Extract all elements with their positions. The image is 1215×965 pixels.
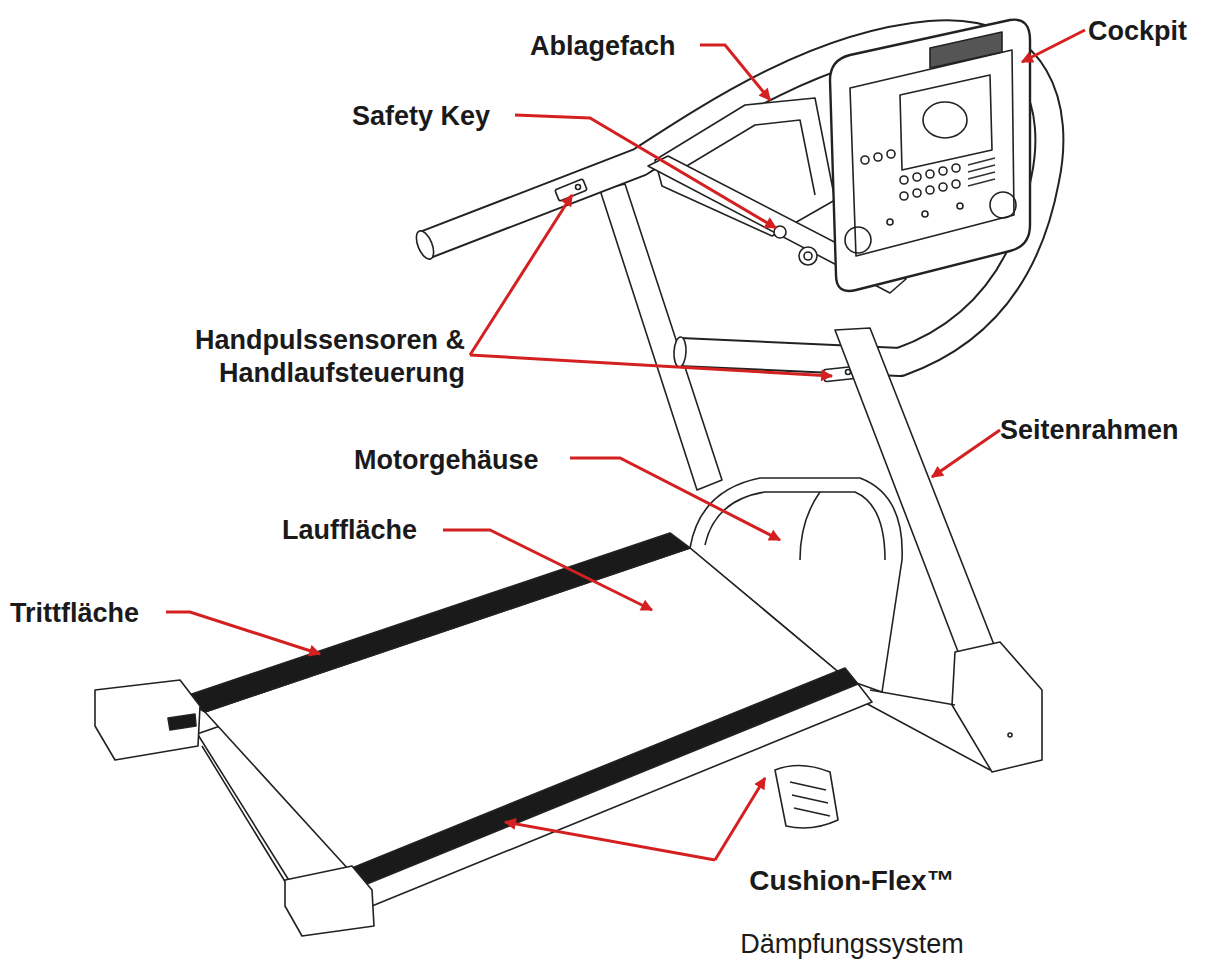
handrail-tube (425, 34, 1049, 362)
console-button (913, 189, 921, 197)
leader-arrow (932, 430, 1000, 477)
left-foot-rail (180, 533, 690, 712)
console-display (930, 32, 1002, 68)
console-button (913, 173, 921, 181)
console-button (939, 183, 947, 191)
leader-arrow (505, 822, 715, 860)
console-button (900, 192, 908, 200)
console-button (957, 203, 963, 209)
front-end-cap (95, 680, 200, 760)
leader-arrow (443, 530, 652, 610)
front-roller (190, 722, 300, 906)
part-label: Cockpit (1088, 15, 1213, 47)
handrail-tube-outline (425, 34, 1049, 362)
console-button (874, 153, 882, 161)
console-panel (850, 50, 1014, 256)
motor-hood-edge (800, 492, 820, 560)
console-button (939, 167, 947, 175)
part-label: Dämpfungssystem (722, 928, 982, 960)
console-screen (900, 75, 992, 170)
leader-arrow (166, 612, 320, 654)
leader-arrow (700, 45, 770, 100)
rear-upright (600, 184, 722, 490)
console-button (887, 150, 895, 158)
console-graphic (923, 102, 967, 138)
keypad-line (968, 165, 995, 172)
leader-arrow (515, 115, 776, 228)
console-button (926, 170, 934, 178)
console-button (952, 180, 960, 188)
part-label: Ablagefach (530, 30, 710, 62)
keypad-line (968, 172, 995, 179)
rear-wheel-cover (775, 765, 838, 828)
part-label: Seitenrahmen (1000, 414, 1215, 446)
console-button (926, 186, 934, 194)
leader-arrow (1022, 30, 1085, 62)
speaker-grille (845, 227, 871, 253)
console-button (922, 211, 928, 217)
handrail-end (413, 228, 437, 261)
console-button (900, 176, 908, 184)
keypad-line (968, 179, 995, 186)
sensor-button (576, 185, 581, 190)
console-buttons (861, 150, 963, 225)
leader-arrow (715, 778, 765, 860)
safety-key (799, 247, 817, 265)
motor-hood-edge (705, 492, 885, 560)
console-button (952, 164, 960, 172)
frame-screw (1008, 733, 1012, 737)
right-foot-rail (352, 668, 858, 886)
part-label: Safety Key (352, 100, 517, 132)
leader-lines (166, 30, 1085, 860)
cap-detail (168, 714, 196, 730)
part-label: Lauffläche (282, 514, 447, 546)
leader-arrow (570, 458, 780, 540)
console-button (887, 219, 893, 225)
keypad-line (968, 158, 995, 165)
front-end-cap (285, 866, 374, 936)
wheel-cover-ribs (790, 782, 830, 816)
leader-arrow (470, 195, 572, 355)
part-label: Trittfläche (10, 597, 170, 629)
side-frame-base (952, 642, 1042, 772)
handrail-end (673, 337, 687, 368)
console-housing (830, 20, 1030, 291)
speaker-grille (990, 192, 1016, 218)
console-button (861, 156, 869, 164)
treadmill-drawing (95, 20, 1049, 936)
part-label: Motorgehäuse (354, 444, 569, 476)
safety-key-center (804, 252, 812, 260)
base-rail (860, 690, 990, 770)
part-label: Cushion-Flex™ (722, 864, 982, 898)
console-keypad (968, 158, 995, 186)
part-label: Handpulssensoren & Handlaufsteuerung (160, 324, 465, 390)
console-speakers (845, 192, 1016, 253)
leader-arrow (470, 355, 832, 376)
